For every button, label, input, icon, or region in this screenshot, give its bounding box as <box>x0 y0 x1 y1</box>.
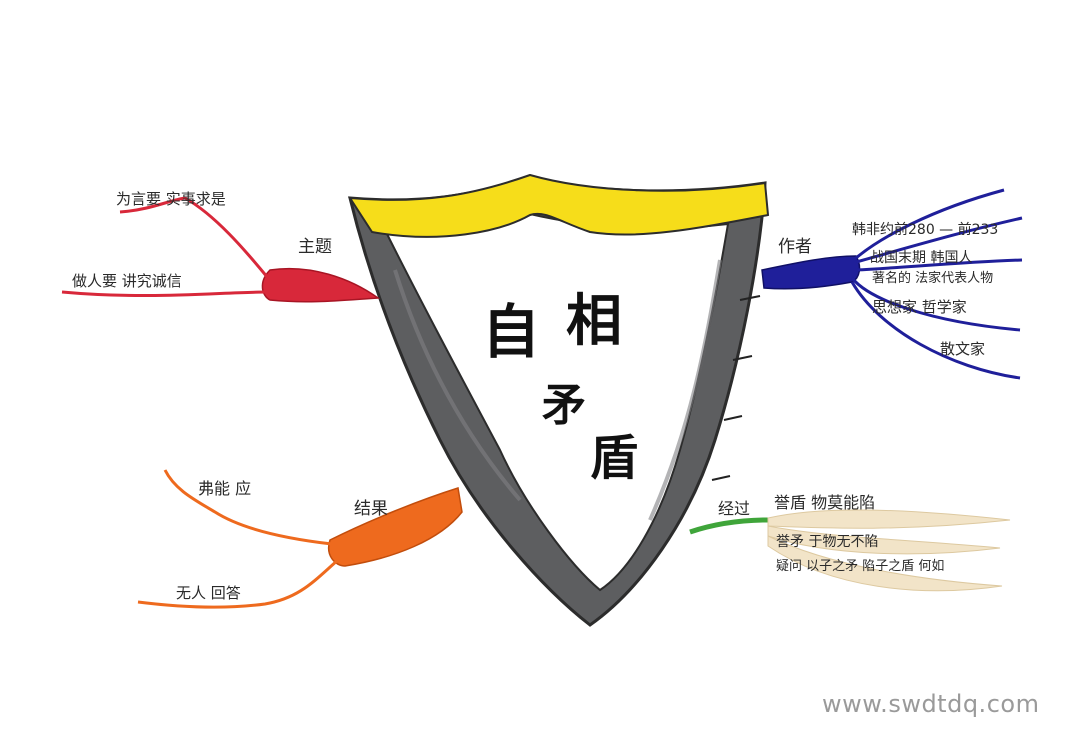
branch-author-trunk <box>761 255 861 290</box>
branch-process-trunk <box>689 517 769 535</box>
shield <box>348 173 770 627</box>
branch-author-leaf-5: 散文家 <box>940 340 985 358</box>
branch-process-band-2 <box>767 525 1001 555</box>
title-char-4: 盾 <box>590 430 638 486</box>
branch-author-leaf-1: 韩非约前280 — 前233 <box>852 221 998 238</box>
branch-theme-label: 主题 <box>298 237 332 257</box>
branch-author-label: 作者 <box>778 237 812 257</box>
center-title: 自 相 矛 盾 <box>482 289 638 486</box>
branch-theme: 主题 为言要 实事求是 做人要 讲究诚信 <box>61 190 381 303</box>
branch-author-leaf-3: 著名的 法家代表人物 <box>872 270 993 286</box>
watermark: www.swdtdq.com <box>822 690 1040 718</box>
branch-theme-leaf-1: 为言要 实事求是 <box>116 190 226 208</box>
branch-result-leaf-1: 弗能 应 <box>198 479 251 498</box>
branch-result-line-2 <box>137 558 339 609</box>
branch-result-line-1 <box>163 469 333 546</box>
branch-result: 结果 弗能 应 无人 回答 <box>137 469 463 609</box>
branch-author: 作者 韩非约前280 — 前233 战国末期 韩国人 著名的 法家代表人物 思想… <box>761 188 1023 380</box>
branch-theme-trunk <box>261 267 381 303</box>
branch-process-leaf-3: 疑问 以子之矛 陷子之盾 何如 <box>776 558 944 574</box>
branch-author-leaf-2: 战国末期 韩国人 <box>870 250 972 266</box>
branch-theme-line-2 <box>61 290 269 298</box>
branch-process: 经过 誉盾 物莫能陷 誉矛 于物无不陷 疑问 以子之矛 陷子之盾 何如 <box>689 493 1011 592</box>
title-char-2: 相 <box>566 289 622 354</box>
branch-result-trunk <box>328 487 463 567</box>
branch-theme-line-1 <box>119 196 270 279</box>
title-char-1: 自 <box>482 298 540 366</box>
branch-author-leaf-4: 思想家 哲学家 <box>872 298 967 316</box>
branch-theme-leaf-2: 做人要 讲究诚信 <box>72 272 182 290</box>
branch-process-band-3 <box>767 535 1003 592</box>
branch-process-band-1 <box>767 509 1011 529</box>
branch-process-label: 经过 <box>718 499 750 518</box>
title-char-3: 矛 <box>542 380 586 431</box>
shield-face <box>383 212 730 592</box>
branch-result-label: 结果 <box>354 499 388 519</box>
branch-result-leaf-2: 无人 回答 <box>176 584 241 602</box>
branch-process-leaf-2: 誉矛 于物无不陷 <box>776 534 878 550</box>
shield-top-band <box>348 173 770 238</box>
branch-process-leaf-1: 誉盾 物莫能陷 <box>774 493 875 512</box>
